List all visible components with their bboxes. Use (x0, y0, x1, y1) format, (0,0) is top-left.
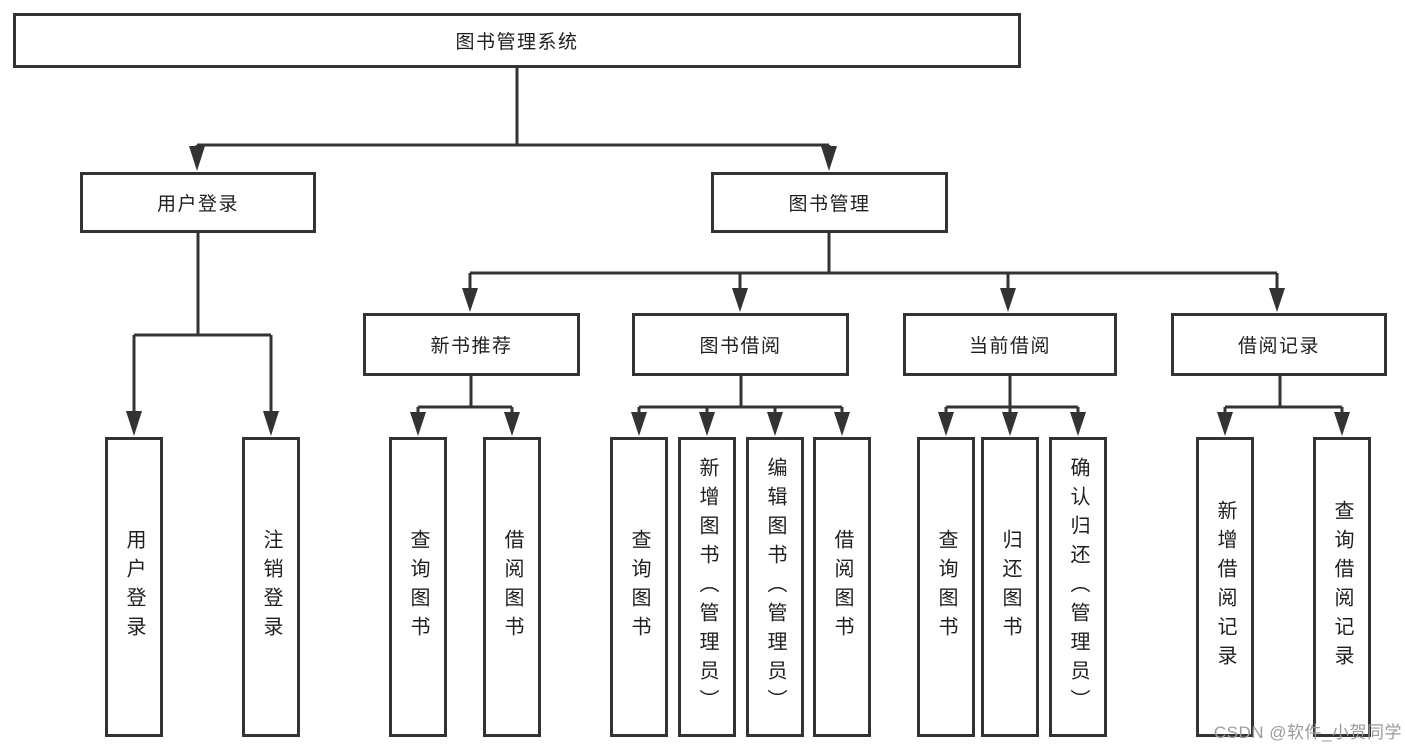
leaf-confirm-return-admin-label: 确认归还（管理员） (1067, 456, 1089, 718)
node-current-borrowing-label: 当前借阅 (968, 336, 1051, 357)
node-root-label: 图书管理系统 (455, 32, 579, 53)
node-user-login: 用户登录 (80, 172, 316, 233)
leaf-query-borrow-record-label: 查询借阅记录 (1331, 500, 1353, 674)
leaf-confirm-return-admin: 确认归还（管理员） (1049, 437, 1107, 737)
leaf-logout: 注销登录 (242, 437, 300, 737)
leaf-return-book: 归还图书 (981, 437, 1039, 737)
node-book-management-label: 图书管理 (788, 194, 871, 215)
leaf-query-books-recommend-label: 查询图书 (407, 529, 429, 645)
leaf-query-borrow-record: 查询借阅记录 (1313, 437, 1371, 737)
node-book-management: 图书管理 (711, 172, 948, 233)
watermark: CSDN @软件_小贺同学 (1213, 723, 1402, 742)
leaf-edit-book-admin: 编辑图书（管理员） (746, 437, 804, 737)
node-book-borrowing-label: 图书借阅 (699, 336, 782, 357)
leaf-add-borrow-record-label: 新增借阅记录 (1214, 500, 1236, 674)
leaf-user-login: 用户登录 (105, 437, 163, 737)
node-borrowing-records-label: 借阅记录 (1237, 336, 1320, 357)
leaf-query-books-recommend: 查询图书 (389, 437, 447, 737)
node-book-borrowing: 图书借阅 (632, 313, 849, 376)
leaf-user-login-label: 用户登录 (123, 529, 145, 645)
leaf-logout-label: 注销登录 (260, 529, 282, 645)
leaf-borrow-books-label: 借阅图书 (831, 529, 853, 645)
node-borrowing-records: 借阅记录 (1171, 313, 1387, 376)
node-root-system: 图书管理系统 (13, 13, 1021, 68)
leaf-add-book-admin-label: 新增图书（管理员） (696, 456, 718, 718)
node-current-borrowing: 当前借阅 (903, 313, 1117, 376)
node-user-login-label: 用户登录 (156, 194, 239, 215)
leaf-query-books-borrow-label: 查询图书 (628, 529, 650, 645)
leaf-query-books-borrow: 查询图书 (610, 437, 668, 737)
leaf-edit-book-admin-label: 编辑图书（管理员） (764, 456, 786, 718)
leaf-add-borrow-record: 新增借阅记录 (1196, 437, 1254, 737)
leaf-return-book-label: 归还图书 (999, 529, 1021, 645)
leaf-query-books-current: 查询图书 (917, 437, 975, 737)
leaf-query-books-current-label: 查询图书 (935, 529, 957, 645)
node-new-book-recommend: 新书推荐 (363, 313, 580, 376)
leaf-borrow-books-recommend: 借阅图书 (483, 437, 541, 737)
leaf-borrow-books: 借阅图书 (813, 437, 871, 737)
leaf-add-book-admin: 新增图书（管理员） (678, 437, 736, 737)
leaf-borrow-books-recommend-label: 借阅图书 (501, 529, 523, 645)
node-new-book-recommend-label: 新书推荐 (430, 336, 513, 357)
